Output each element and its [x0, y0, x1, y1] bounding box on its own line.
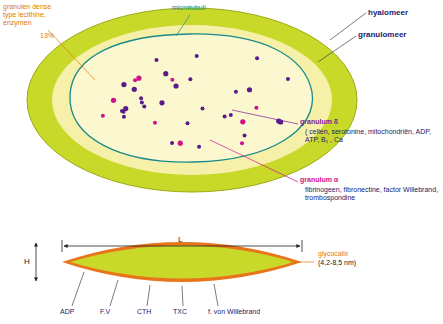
dimension-label: H [24, 257, 34, 266]
granule-dot [111, 98, 116, 103]
granule-dot [247, 87, 252, 92]
granule-dot [197, 145, 201, 149]
dimension-label: L [178, 235, 198, 244]
granule-dot [223, 115, 227, 119]
zone-label: granulomeer [358, 30, 440, 39]
side-view [70, 246, 294, 279]
granule-dot [121, 82, 126, 87]
bottom-leaders [72, 262, 314, 306]
granulomere-zone [52, 25, 332, 175]
granule-label: granulum δ [300, 118, 440, 126]
dimension-label: (4,2-8,5 nm) [318, 259, 388, 267]
glycocalix-outline [62, 242, 302, 282]
granule-dot [163, 71, 168, 76]
percentage: 13% [40, 32, 70, 40]
hyalomere-zone [27, 8, 357, 192]
component-label: F.V [100, 308, 130, 316]
granule-dot [254, 106, 258, 110]
granule-dot [170, 141, 174, 145]
granule-dot [286, 77, 290, 81]
granule-dot [122, 115, 126, 119]
granule-dot [255, 56, 259, 60]
component-label: ADP [60, 308, 90, 316]
granule-dot [195, 54, 199, 58]
granule-dot [201, 106, 205, 110]
component-label: f. von Willebrand [208, 308, 288, 316]
granule-dot [243, 134, 247, 138]
granule-dot [139, 96, 143, 100]
granule-dot [188, 77, 192, 81]
granule-dot [123, 106, 128, 111]
granule-dot [173, 83, 178, 88]
granule-dot [234, 90, 238, 94]
granule-dot [178, 141, 183, 146]
granule-dot [185, 121, 189, 125]
granule-dot [140, 101, 144, 105]
granule-dot [240, 141, 244, 145]
granule-dot [159, 100, 164, 105]
granule-label: granulen dense type lecithine, enzymen [3, 3, 65, 27]
granule-dot [101, 114, 105, 118]
granule-dot [240, 119, 245, 124]
granule-dot [142, 104, 146, 108]
granule-dot [132, 87, 137, 92]
zone-label: hyalomeer [368, 8, 440, 17]
granule-dot [153, 121, 157, 125]
granule-dot [229, 113, 233, 117]
dimension-lines [36, 240, 302, 281]
content-list: ( cellen, serotonine, mitochondriën, ADP… [305, 128, 440, 144]
leader-lines [48, 13, 366, 182]
microtubule-ring [70, 34, 313, 162]
granule-label: granulum α [300, 176, 440, 184]
granule-dot [136, 76, 141, 81]
component-label: TXC [173, 308, 203, 316]
granule-dot [154, 58, 158, 62]
membrane-label: glycocalix [318, 250, 378, 258]
microtubule-label: microtubuli [172, 4, 232, 12]
granule-dot [170, 78, 174, 82]
granules [101, 54, 290, 149]
content-list: fibrinogeen, fibronectine, factor Willeb… [305, 186, 440, 202]
component-label: CTH [137, 308, 167, 316]
